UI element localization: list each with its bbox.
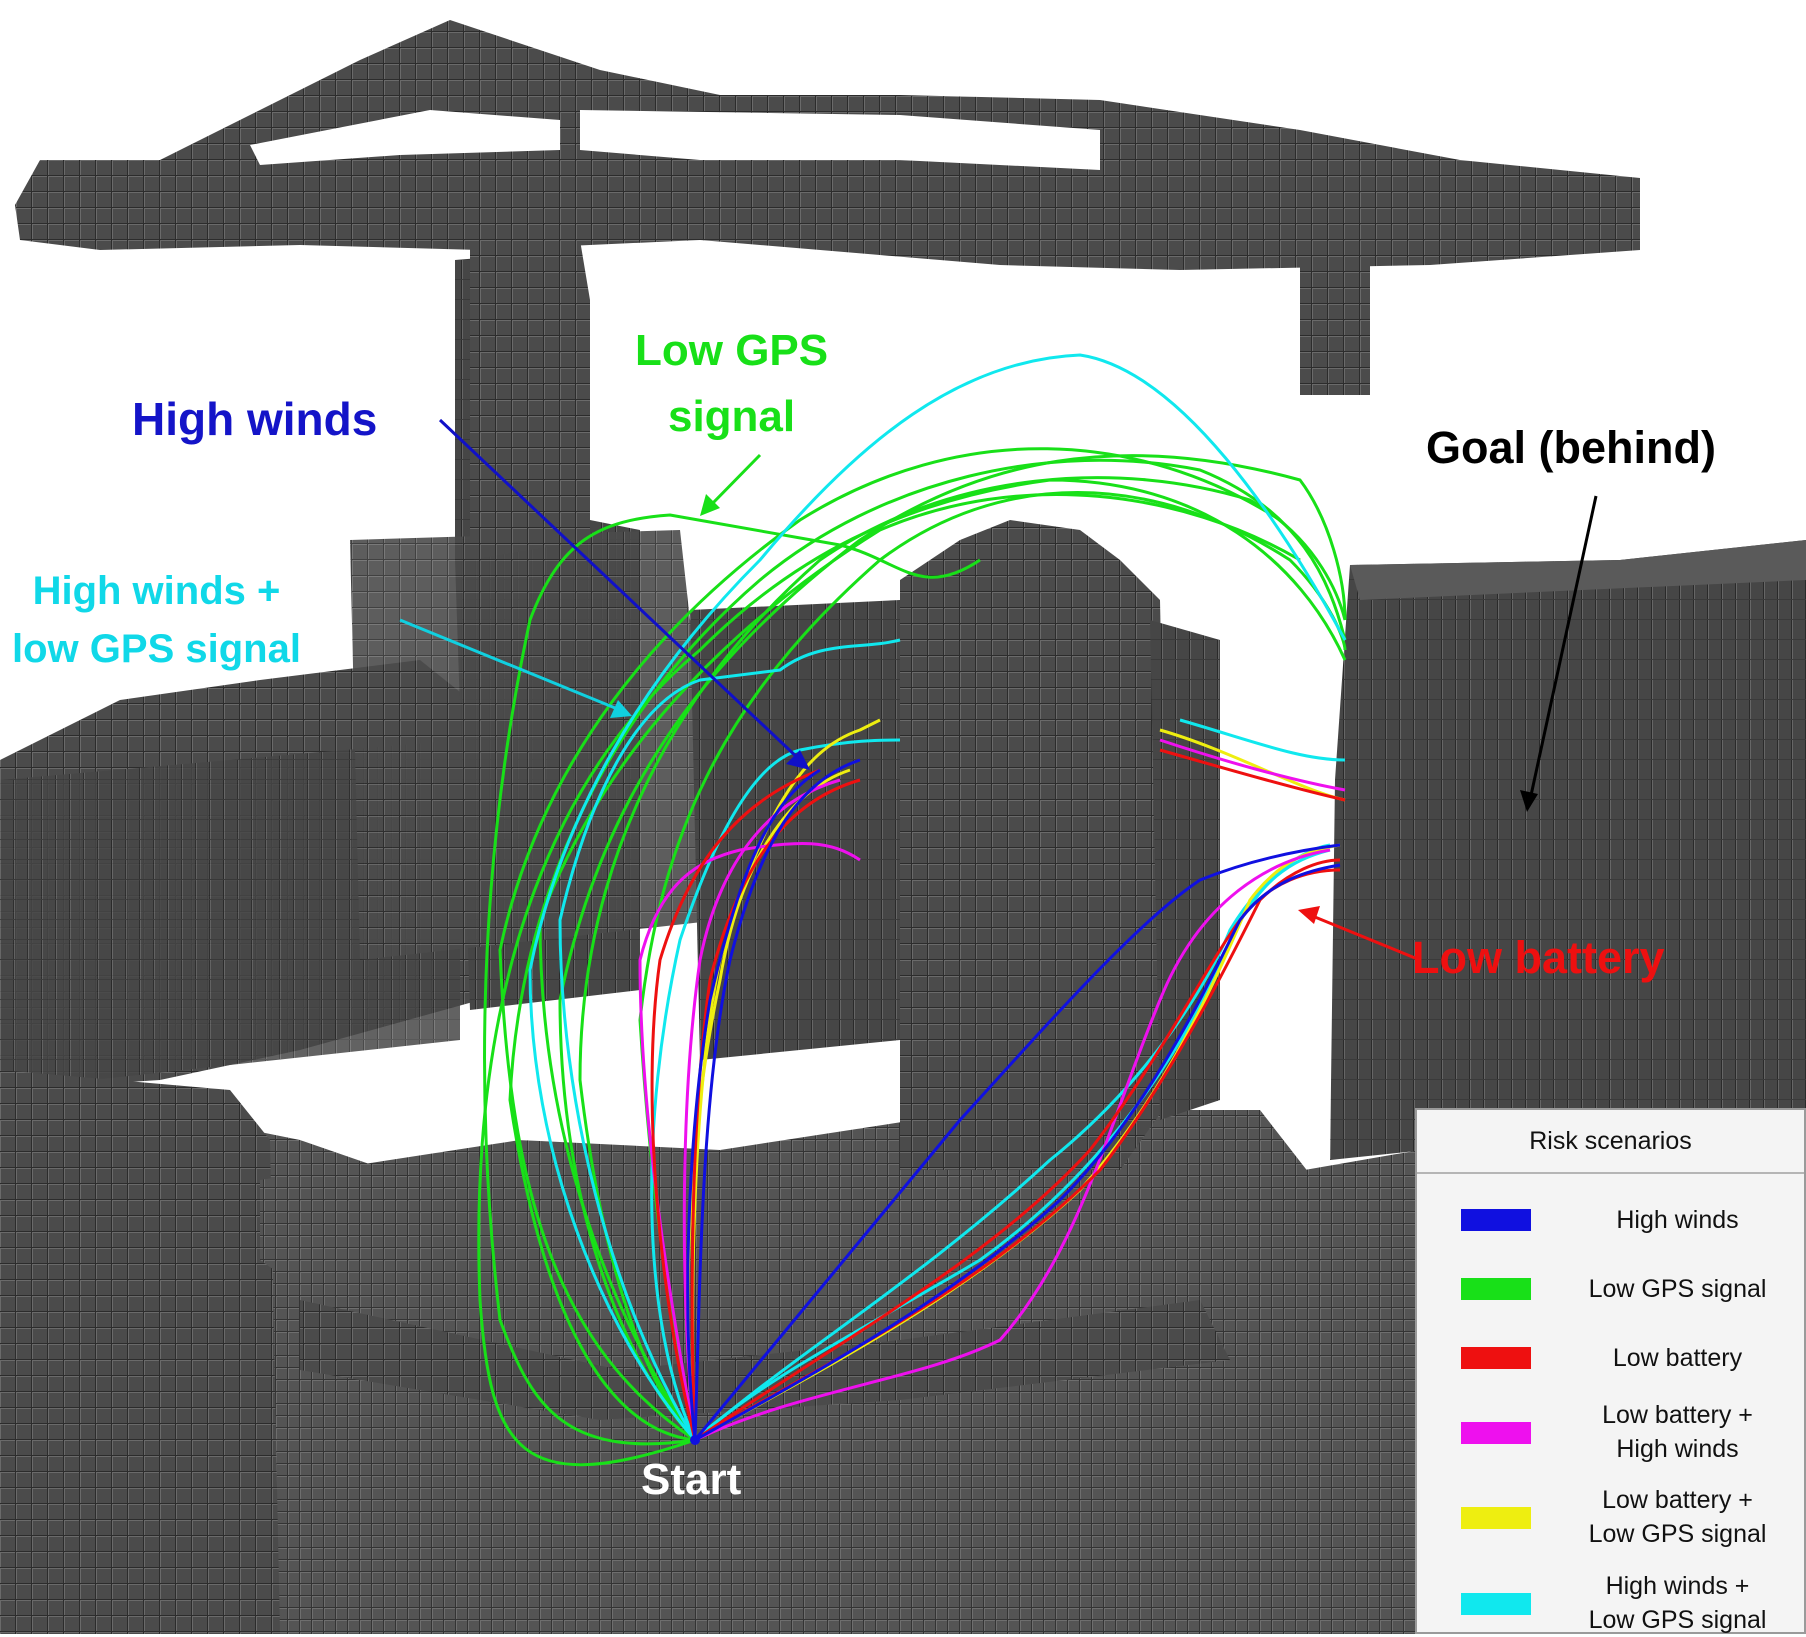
high-winds-low-gps-arrow [399, 618, 621, 712]
mid-building-back [690, 600, 900, 1060]
high-winds-arrowhead [786, 750, 810, 770]
label-high-winds-low-gps-line1: High winds + [32, 569, 281, 613]
low-gps-arrow [706, 453, 762, 510]
legend-title: Risk scenarios [1417, 1110, 1804, 1174]
label-low-gps-line1: Low GPS [635, 326, 829, 375]
trajectory-low-battery-high-winds [682, 778, 841, 1441]
trajectory-low-battery-high-winds [638, 841, 861, 1441]
trajectory-group-low-battery-high-winds [638, 738, 1346, 1442]
goal-arrow [1528, 495, 1598, 801]
trajectory-high-winds [694, 863, 1341, 1442]
legend-label: Low GPS signal [1588, 1275, 1767, 1303]
legend-label: Low battery [1612, 1344, 1743, 1372]
trajectory-low-battery [650, 768, 821, 1441]
crane-arm-gap-2 [580, 110, 1100, 170]
legend-item: Low battery + High winds [1417, 1394, 1804, 1463]
trajectory-low-battery [1159, 748, 1346, 802]
right-building-roof [1350, 540, 1806, 600]
legend-swatch [1461, 1209, 1531, 1231]
legend-label: High winds [1616, 1206, 1739, 1234]
legend-item: Low battery [1417, 1328, 1804, 1388]
left-lower-block [0, 1070, 280, 1634]
trajectory-low-battery [690, 778, 861, 1441]
start-point [690, 1435, 700, 1445]
label-start: Start [641, 1455, 742, 1504]
crane-arm-gap [250, 110, 560, 165]
left-tower-side [350, 530, 720, 960]
legend-swatch [1461, 1347, 1531, 1369]
label-low-gps: Low GPS signal [635, 318, 828, 450]
trajectory-low-battery-high-winds [1159, 738, 1346, 792]
trajectory-group-high-winds [686, 758, 1341, 1442]
low-battery-arrowhead [1298, 906, 1320, 924]
legend-item: High winds [1417, 1190, 1804, 1250]
legend-item: High winds + Low GPS signal [1417, 1565, 1804, 1634]
legend-swatch [1461, 1278, 1531, 1300]
legend-label: Low battery + High winds [1602, 1401, 1753, 1463]
label-goal: Goal (behind) [1426, 422, 1716, 473]
label-low-battery: Low battery [1412, 932, 1665, 983]
legend-item: Low GPS signal [1417, 1259, 1804, 1319]
label-high-winds-low-gps: High winds + low GPS signal [12, 562, 301, 678]
legend-label: Low battery + Low GPS signal [1588, 1486, 1767, 1548]
legend-swatch [1461, 1593, 1531, 1615]
trajectory-high-winds [693, 843, 1341, 1441]
trajectory-high-winds [693, 758, 861, 1441]
trajectory-high-winds-low-gps [1179, 718, 1346, 762]
high-winds-arrow [438, 418, 802, 762]
high-winds-low-gps-arrowhead [610, 700, 632, 718]
trajectory-low-gps [483, 513, 981, 1446]
crane-mast [470, 240, 590, 560]
trajectory-high-winds [686, 768, 821, 1441]
label-high-winds: High winds [132, 393, 378, 445]
label-high-winds-low-gps-line2: low GPS signal [12, 627, 301, 671]
low-battery-arrow [1309, 913, 1421, 962]
legend-swatch [1461, 1422, 1531, 1444]
legend-swatch [1461, 1507, 1531, 1529]
trajectory-low-gps [498, 447, 1281, 1442]
left-wall-columns [0, 740, 460, 1090]
legend: Risk scenarios High winds Low GPS signal… [1415, 1108, 1806, 1634]
trajectory-group-low-gps [477, 447, 1347, 1467]
right-building [1330, 540, 1806, 1160]
legend-label: High winds + Low GPS signal [1588, 1572, 1767, 1634]
trajectory-low-battery-high-winds [694, 848, 1331, 1442]
trajectory-low-gps [508, 458, 1347, 1442]
trajectory-high-winds-low-gps [528, 353, 1347, 1441]
trajectory-high-winds-low-gps [558, 638, 901, 1441]
annotation-arrows [399, 418, 1598, 962]
goal-arrowhead [1520, 790, 1538, 812]
legend-item: Low battery + Low GPS signal [1417, 1479, 1804, 1548]
trajectory-low-gps [538, 492, 1301, 1441]
trajectories [477, 353, 1347, 1467]
crane-pendant [1300, 260, 1370, 395]
label-low-gps-line2: signal [667, 392, 796, 441]
low-gps-arrowhead [700, 494, 720, 516]
central-tower [900, 520, 1170, 1170]
